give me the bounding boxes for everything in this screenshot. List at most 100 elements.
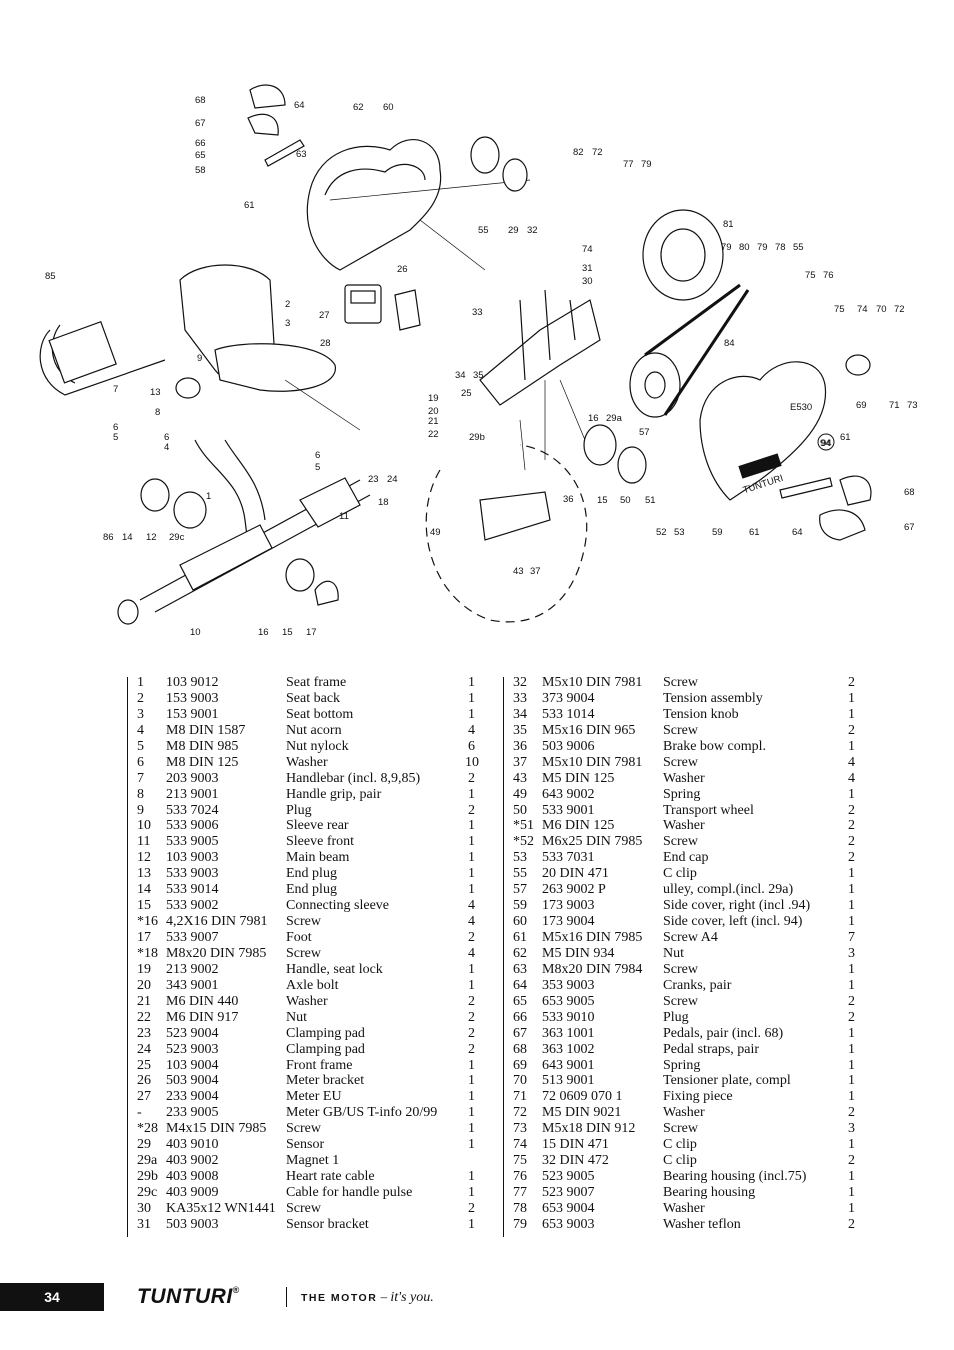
order-code: 523 9004 <box>166 1025 219 1041</box>
part-description: Screw A4 <box>663 930 718 945</box>
order-code: M6 DIN 440 <box>166 993 239 1009</box>
callout-label: 67 <box>904 522 915 533</box>
part-quantity: 1 <box>848 1073 855 1089</box>
callout-label: 52 <box>656 527 667 538</box>
order-code: M5x10 DIN 7981 <box>542 754 643 770</box>
part-description: Meter GB/US T-info 20/99 <box>286 1105 438 1121</box>
callout-label: 79 <box>721 242 732 253</box>
part-number: *18 <box>137 945 158 961</box>
part-quantity: 1 <box>468 834 475 850</box>
part-description: Fixing piece <box>663 1089 733 1105</box>
callout-label: 61 <box>840 432 851 443</box>
part-number: 66 <box>513 1009 527 1025</box>
part-description: Nut <box>663 945 684 961</box>
callout-label: 73 <box>907 400 918 411</box>
callout-label: 75 <box>834 304 845 315</box>
callout-label: 79 <box>757 242 768 253</box>
part-description: Screw <box>663 675 698 690</box>
order-code: M8x20 DIN 7985 <box>166 945 267 961</box>
part-description: Side cover, left (incl. 94) <box>663 914 803 930</box>
part-description: Seat back <box>286 690 341 706</box>
order-code: 363 1002 <box>542 1041 595 1057</box>
callout-label: 9 <box>197 353 202 364</box>
callout-label: 32 <box>527 225 538 236</box>
order-code: 533 7024 <box>166 802 219 818</box>
callout-label: 13 <box>150 387 161 398</box>
callout-label: 12 <box>146 532 157 543</box>
part-number: 25 <box>137 1057 151 1073</box>
callout-label: 29c <box>169 532 185 543</box>
part-number: 69 <box>513 1057 527 1073</box>
part-description: Handle grip, pair <box>286 786 382 802</box>
callout-label: 23 <box>368 474 379 485</box>
part-number: 70 <box>513 1073 527 1089</box>
callout-label: 74 <box>857 304 868 315</box>
part-quantity: 1 <box>468 675 475 690</box>
callout-label: 36 <box>563 494 574 505</box>
callout-label: 71 <box>889 400 900 411</box>
part-description: Transport wheel <box>663 802 754 818</box>
callout-label: 8 <box>155 407 160 418</box>
part-number: 61 <box>513 930 527 945</box>
order-code: 15 DIN 471 <box>542 1137 609 1153</box>
part-quantity: 1 <box>848 1025 855 1041</box>
callout-label: 72 <box>592 147 603 158</box>
callout-label: 16 <box>258 627 269 638</box>
part-quantity: 1 <box>848 738 855 754</box>
part-description: Washer teflon <box>663 1216 741 1232</box>
callout-label: 26 <box>397 264 408 275</box>
part-number: 19 <box>137 961 151 977</box>
part-number: 15 <box>137 898 151 914</box>
part-quantity: 1 <box>848 1137 855 1153</box>
order-code: M5x18 DIN 912 <box>542 1121 636 1137</box>
part-quantity: 2 <box>848 818 855 834</box>
callout-label: 6 <box>315 450 320 461</box>
callout-label: 55 <box>478 225 489 236</box>
part-quantity: 1 <box>468 1137 475 1153</box>
part-number: 10 <box>137 818 151 834</box>
callout-label: 70 <box>876 304 887 315</box>
order-code: 20 DIN 471 <box>542 866 609 882</box>
part-quantity: 2 <box>848 1153 855 1169</box>
part-number: 12 <box>137 850 151 866</box>
order-code: 103 9003 <box>166 850 219 866</box>
part-description: Tensioner plate, compl <box>663 1073 791 1089</box>
part-quantity: 1 <box>468 1169 475 1185</box>
order-code: 173 9004 <box>542 914 595 930</box>
part-quantity: 1 <box>468 1185 475 1200</box>
part-number: 53 <box>513 850 527 866</box>
part-number: 49 <box>513 786 527 802</box>
callout-label: 61 <box>749 527 760 538</box>
footer-separator <box>286 1287 287 1307</box>
order-code: 103 9012 <box>166 675 219 690</box>
part-number: 17 <box>137 930 151 945</box>
page-footer: 34 TUNTURI® THE MOTOR – it's you. <box>0 1283 954 1311</box>
part-number: 9 <box>137 802 144 818</box>
part-number: 75 <box>513 1153 527 1169</box>
order-code: M5 DIN 9021 <box>542 1105 622 1121</box>
part-quantity: 1 <box>848 786 855 802</box>
part-number: 50 <box>513 802 527 818</box>
callout-label: 63 <box>296 149 307 160</box>
order-code: 503 9006 <box>542 738 595 754</box>
callout-label: 51 <box>645 495 656 506</box>
